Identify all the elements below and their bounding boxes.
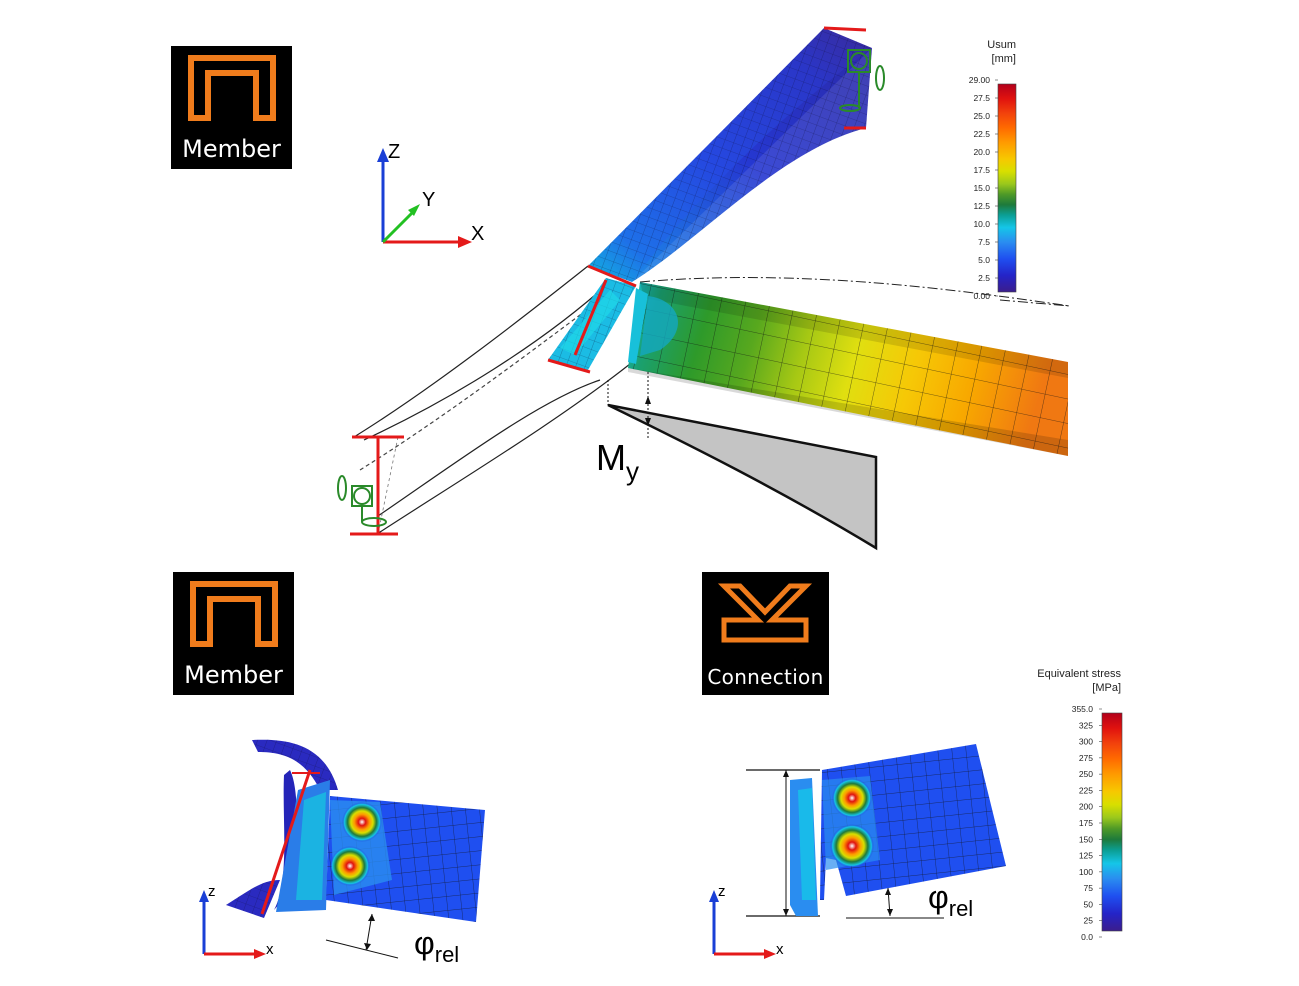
- pin-support-icon: [839, 49, 885, 112]
- legend-tick-label: 29.00: [969, 75, 991, 85]
- axis-y-label: Y: [422, 189, 435, 211]
- legend-tick-label: 0.0: [1081, 932, 1093, 942]
- deformed-column: [547, 26, 872, 374]
- legend-tick-label: 7.5: [978, 237, 990, 247]
- legend-unit: [mm]: [992, 53, 1016, 65]
- member-badge-label: Member: [184, 661, 283, 689]
- legend-tick-label: 125: [1079, 851, 1093, 861]
- legend-tick-label: 225: [1079, 785, 1093, 795]
- legend-tick-label: 325: [1079, 720, 1093, 730]
- rotation-label-right: φrel: [928, 879, 973, 921]
- member-badge-top: Member: [171, 46, 292, 169]
- legend-tick-label: 15.0: [973, 183, 990, 193]
- legend-tick-label: 2.5: [978, 273, 990, 283]
- legend-tick-label: 275: [1079, 753, 1093, 763]
- legend-tick-label: 200: [1079, 802, 1093, 812]
- legend-tick-label: 150: [1079, 834, 1093, 844]
- legend-tick-label: 175: [1079, 818, 1093, 828]
- axes-2d-left: [199, 890, 266, 959]
- member-badge-bottom: Member: [173, 572, 294, 695]
- stress-legend: Equivalent stress [MPa] 355.0 325 300 275 25…: [1037, 668, 1123, 942]
- legend-tick-label: 75: [1084, 883, 1094, 893]
- legend-tick-label: 20.0: [973, 147, 990, 157]
- axis-z-label-right: z: [718, 883, 726, 900]
- fixed-support-icon: [337, 475, 387, 527]
- legend-tick-label: 25: [1084, 916, 1094, 926]
- axes-3d: [377, 148, 472, 248]
- axes-2d-right: [709, 890, 776, 959]
- rotation-label-left: φrel: [414, 925, 459, 967]
- moment-diagram: [607, 372, 878, 551]
- undeformed-column-outline: [353, 265, 636, 535]
- legend-tick-label: 25.0: [973, 111, 990, 121]
- member-detail: [226, 739, 485, 959]
- beam-axis: [639, 277, 1071, 307]
- legend-tick-label: 100: [1079, 867, 1093, 877]
- legend-tick-label: 17.5: [973, 165, 990, 175]
- connection-icon: [717, 583, 813, 643]
- axis-x-label-left: x: [266, 941, 274, 958]
- axis-z-label-left: z: [208, 883, 216, 900]
- connection-badge: Connection: [702, 572, 829, 695]
- axis-z-label: Z: [388, 141, 400, 163]
- member-icon: [190, 581, 278, 647]
- legend-title: Equivalent stress: [1037, 668, 1121, 680]
- legend-tick-label: 355.0: [1072, 704, 1094, 714]
- connection-detail: [746, 744, 1006, 919]
- legend-tick-label: 27.5: [973, 93, 990, 103]
- moment-label: My: [596, 437, 639, 486]
- legend-tick-label: 22.5: [973, 129, 990, 139]
- axis-x-label-right: x: [776, 941, 784, 958]
- legend-title: Usum: [987, 39, 1016, 51]
- member-icon: [188, 55, 276, 121]
- legend-tick-label: 5.0: [978, 255, 990, 265]
- legend-tick-label: 50: [1084, 899, 1094, 909]
- legend-tick-label: 10.0: [973, 219, 990, 229]
- legend-tick-label: 0.00: [973, 291, 990, 301]
- connection-badge-label: Connection: [707, 665, 824, 689]
- deformed-beam: [628, 282, 1068, 456]
- legend-unit: [MPa]: [1092, 682, 1121, 694]
- displacement-legend: Usum [mm] 29.00 27.5 25.0 22.5 20.0 17.5 15.0 1…: [969, 39, 1017, 301]
- legend-tick-label: 250: [1079, 769, 1093, 779]
- legend-tick-label: 12.5: [973, 201, 990, 211]
- legend-tick-label: 300: [1079, 737, 1093, 747]
- axis-x-label: X: [471, 223, 484, 245]
- member-badge-label: Member: [182, 135, 281, 163]
